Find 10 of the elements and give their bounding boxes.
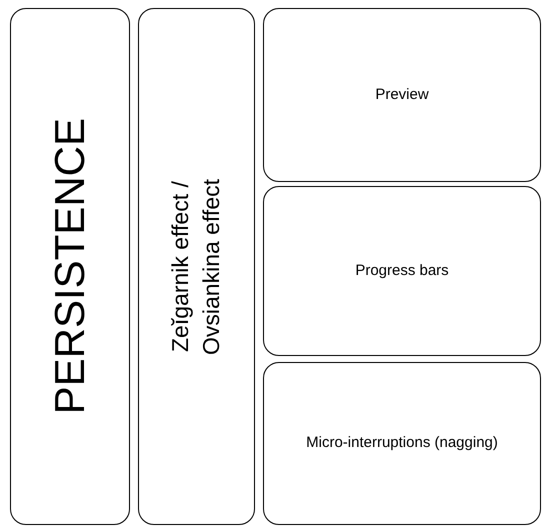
- rounded-box: [10, 8, 130, 525]
- technique-label: Micro-interruptions (nagging): [306, 433, 498, 454]
- rounded-box: [263, 186, 541, 356]
- effect-label: Zeĭgarnik effect / Ovsiankina effect: [166, 178, 226, 357]
- category-label: PERSISTENCE: [44, 118, 94, 415]
- rounded-box: [263, 362, 541, 525]
- rounded-box: [263, 8, 541, 182]
- rounded-box: [138, 8, 255, 525]
- technique-label: Progress bars: [355, 260, 449, 281]
- technique-label: Preview: [375, 84, 429, 105]
